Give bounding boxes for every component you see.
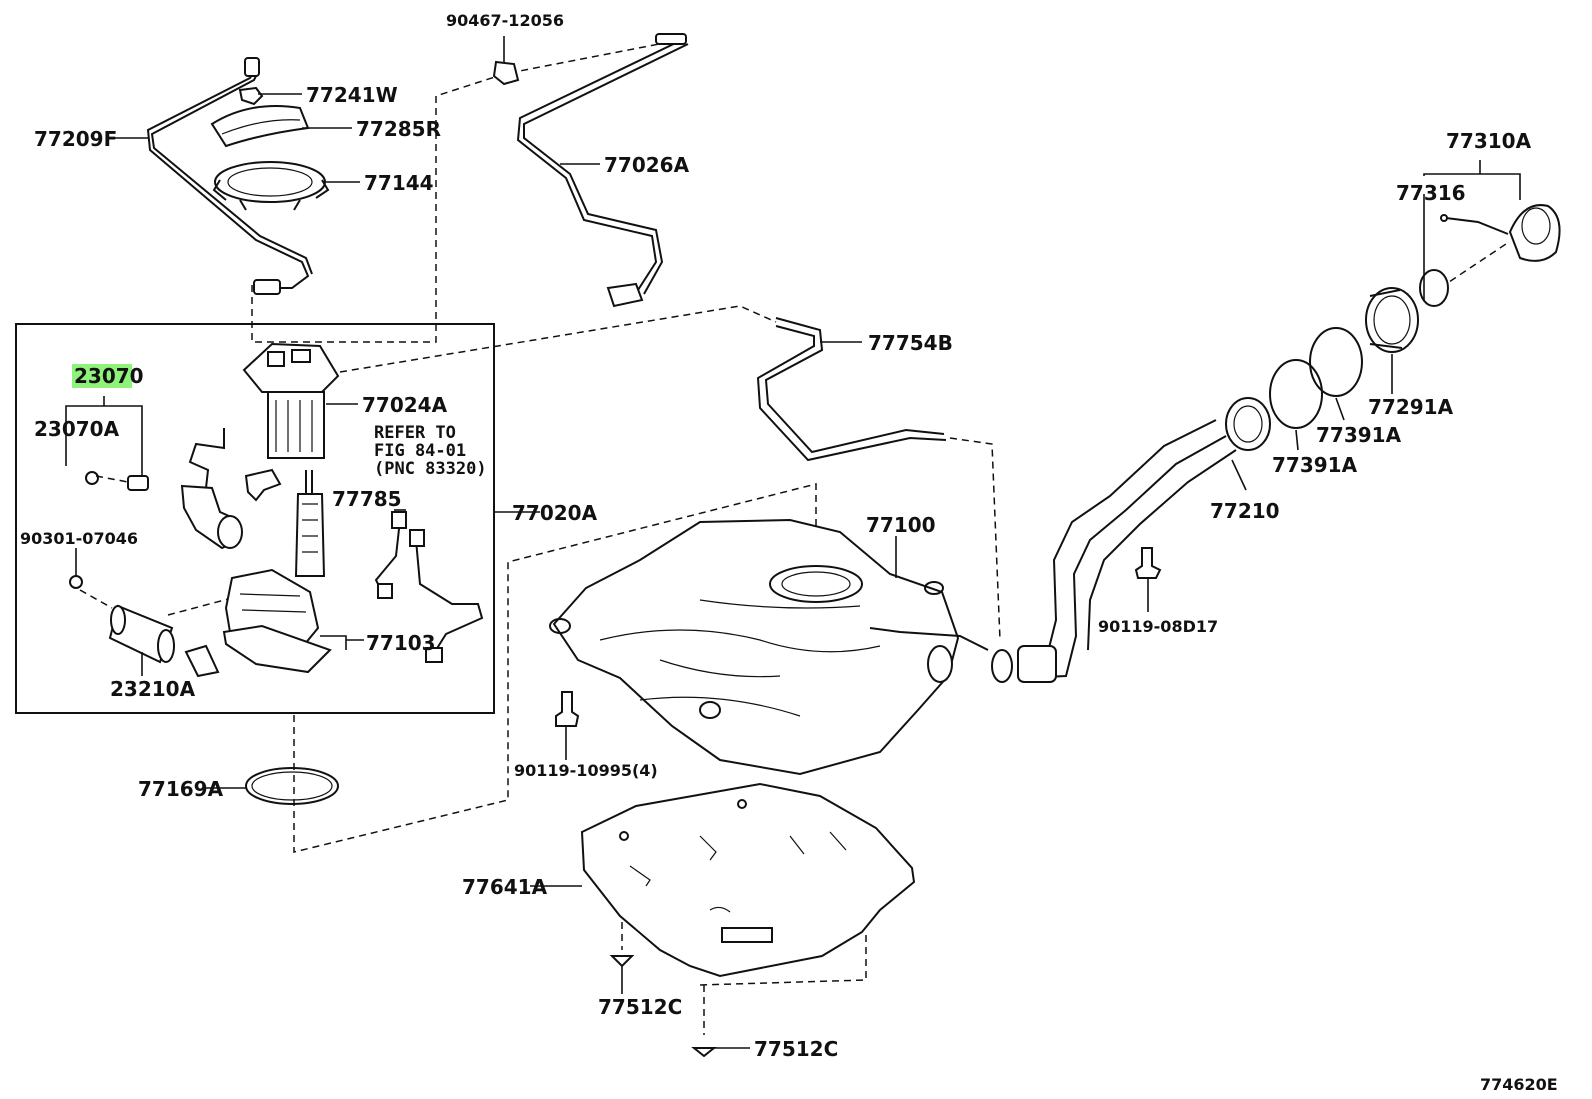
label-90301-07046[interactable]: 90301-07046 [20, 529, 138, 548]
label-77285R[interactable]: 77285R [356, 117, 441, 141]
leader-lines [65, 36, 1521, 1049]
gasket-77391A-front [1269, 359, 1323, 429]
label-77391A-front[interactable]: 77391A [1272, 453, 1358, 477]
label-77026A[interactable]: 77026A [604, 153, 690, 177]
label-23070[interactable]: 23070 [74, 364, 144, 388]
label-77291A[interactable]: 77291A [1368, 395, 1454, 419]
inlet-77291A [1365, 287, 1419, 353]
cap-77310A [1440, 204, 1561, 262]
highlight-23070 [72, 364, 132, 388]
bolt-90119-10995 [555, 691, 580, 727]
bolt-90119-08D17 [1134, 547, 1162, 579]
gasket-77169A [245, 767, 339, 805]
float-arm [294, 470, 326, 577]
figure-code: 774620E [1480, 1075, 1558, 1094]
label-90467-12056[interactable]: 90467-12056 [446, 11, 564, 30]
o-ring-23070A [85, 471, 99, 485]
label-77310A[interactable]: 77310A [1446, 129, 1532, 153]
label-77316[interactable]: 77316 [1396, 181, 1466, 205]
label-77100[interactable]: 77100 [866, 513, 936, 537]
label-77209F[interactable]: 77209F [34, 127, 117, 151]
label-77785[interactable]: 77785 [332, 487, 402, 511]
vent-tube-77754B [764, 317, 945, 454]
gasket-77391A-rear [1309, 327, 1363, 397]
label-77512C-front[interactable]: 77512C [598, 995, 682, 1019]
label-77391A-rear[interactable]: 77391A [1316, 423, 1402, 447]
clip-77512C-rear [691, 1047, 717, 1058]
protector-77641A [580, 782, 916, 978]
note-line-3: (PNC 83320) [374, 459, 487, 479]
label-90119-10995[interactable]: 90119-10995(4) [514, 761, 658, 780]
fuel-tank-77100 [549, 518, 989, 776]
label-23210A[interactable]: 23210A [110, 677, 196, 701]
filler-pipe-77210 [991, 397, 1271, 683]
label-77169A[interactable]: 77169A [138, 777, 224, 801]
label-77210[interactable]: 77210 [1210, 499, 1280, 523]
label-77241W[interactable]: 77241W [306, 83, 398, 107]
o-ring-90301 [69, 575, 83, 589]
label-77024A[interactable]: 77024A [362, 393, 448, 417]
label-77512C-rear[interactable]: 77512C [754, 1037, 838, 1061]
base-77103 [222, 568, 332, 674]
retainer-77285R [210, 105, 310, 148]
ring-77316 [1419, 269, 1449, 307]
label-77754B[interactable]: 77754B [868, 331, 953, 355]
label-77103[interactable]: 77103 [366, 631, 436, 655]
label-90119-08D17[interactable]: 90119-08D17 [1098, 617, 1218, 636]
filter-23210A [108, 604, 175, 664]
sender-wire-77209F [146, 71, 310, 289]
clip-77241W [238, 86, 264, 106]
clip-77512C-front [609, 955, 635, 968]
fuel-pump-assembly-box [15, 323, 495, 714]
note-line-2: FIG 84-01 [374, 441, 466, 461]
check-valve-23070 [127, 475, 149, 491]
label-77641A[interactable]: 77641A [462, 875, 548, 899]
pump-module-77024A [242, 342, 340, 459]
clip-90467-12056 [492, 60, 520, 86]
pump-motor [180, 484, 243, 550]
gasket-ring-77144 [212, 161, 330, 211]
label-77020A[interactable]: 77020A [512, 501, 598, 525]
note-line-1: REFER TO [374, 423, 456, 443]
label-23070A[interactable]: 23070A [34, 417, 120, 441]
label-77144[interactable]: 77144 [364, 171, 434, 195]
vapor-tube-77026A [516, 37, 687, 291]
